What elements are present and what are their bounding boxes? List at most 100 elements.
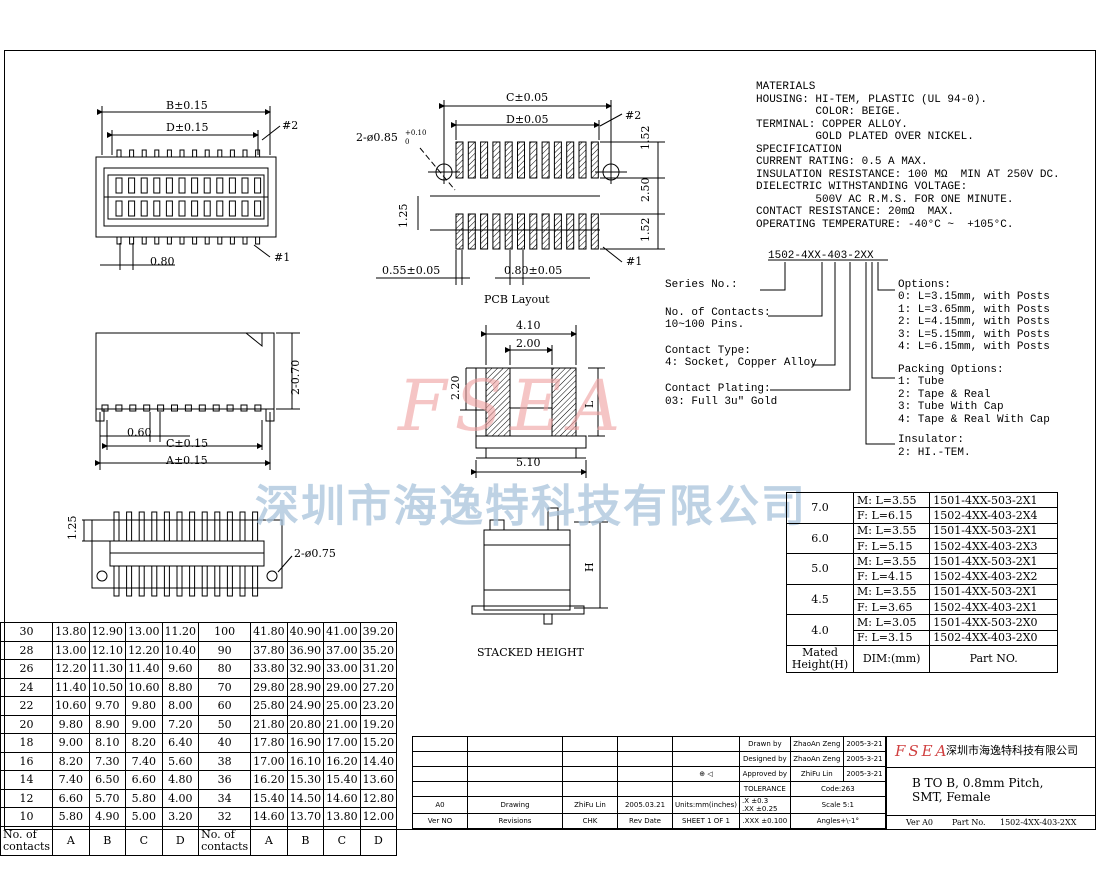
- table-cell: 5.60: [161, 751, 200, 771]
- section-200: 2.00: [516, 337, 541, 350]
- materials-line: SPECIFICATION: [756, 144, 842, 156]
- stacked-h: H: [583, 562, 596, 572]
- materials-line: DIELECTRIC WITHSTANDING VOLTAGE:: [756, 181, 968, 193]
- table-cell: 11.30: [88, 659, 127, 679]
- pcb-pad: [504, 141, 513, 179]
- materials-line: INSULATION RESISTANCE: 100 MΩ MIN AT 250…: [756, 169, 1060, 181]
- top-pin: [217, 149, 223, 158]
- table-cell: 10.60: [52, 696, 90, 716]
- female-part-no: 1502-4XX-403-2X3: [929, 537, 1058, 555]
- side-pin: [115, 404, 123, 412]
- table-cell: 12: [0, 788, 54, 808]
- table-cell: 13.60: [359, 770, 398, 790]
- product-description-2: SMT, Female: [912, 790, 991, 804]
- bottom-pin: [239, 511, 246, 542]
- table-cell: 17.00: [250, 751, 288, 771]
- table-cell: 37.00: [323, 640, 361, 660]
- bottom-pin: [201, 511, 208, 542]
- table-cell: 16.10: [286, 751, 325, 771]
- top-contact: [178, 177, 186, 194]
- angles-label: Angles+\-1°: [789, 813, 887, 829]
- side-270: 2-0.70: [289, 359, 302, 395]
- table-cell: 40: [198, 733, 252, 753]
- table-cell: 10.60: [125, 677, 163, 697]
- table-cell: 18: [0, 733, 54, 753]
- table-cell: 3.20: [161, 807, 200, 827]
- code-label: Code:263: [789, 781, 887, 797]
- table-cell: 13.70: [286, 807, 325, 827]
- table-header-cell: DIM:(mm): [852, 644, 931, 673]
- materials-line: OPERATING TEMPERATURE: -40°C ~ +105°C.: [756, 219, 1014, 231]
- top-pin: [129, 236, 135, 245]
- top-contact: [115, 177, 123, 194]
- top-contact: [153, 200, 161, 217]
- top-pin: [192, 149, 198, 158]
- materials-line: TERMINAL: COPPER ALLOY.: [756, 119, 908, 131]
- materials-line: COLOR: BEIGE.: [756, 106, 902, 118]
- table-cell: 13.00: [125, 622, 163, 642]
- designed-by-name: ZhaoAn Zeng: [789, 751, 844, 767]
- packing-line: 3: Tube With Cap: [898, 401, 1004, 413]
- male-length: M: L=3.55: [852, 522, 931, 539]
- male-part-no: 1501-4XX-503-2X1: [929, 491, 1058, 509]
- materials-line: CURRENT RATING: 0.5 A MAX.: [756, 156, 928, 168]
- pcb-pad: [455, 213, 464, 250]
- pcb-pad: [492, 141, 501, 179]
- bottom-pin: [201, 565, 208, 597]
- tolerance-xx: .XX ±0.25: [741, 805, 778, 813]
- pin2-label: #2: [282, 119, 299, 132]
- top-pin: [192, 236, 198, 245]
- table-cell: 28: [0, 640, 54, 660]
- top-pin: [204, 149, 210, 158]
- table-cell: 33.00: [323, 659, 361, 679]
- table-cell: 25.00: [323, 696, 361, 716]
- top-contact: [128, 177, 136, 194]
- table-cell: 34: [198, 788, 252, 808]
- top-pin: [166, 149, 172, 158]
- table-cell: 8.80: [161, 677, 200, 697]
- title-block: Drawn by ZhaoAn Zeng 2005-3-21 Designed …: [412, 736, 887, 829]
- materials-line: MATERIALS: [756, 81, 816, 93]
- units-label: Units:mm(inches): [672, 796, 740, 814]
- pcb-pad: [480, 141, 489, 179]
- table-header-cell: Mated Height(H): [786, 644, 854, 673]
- packing-line: 4: Tape & Real With Cap: [898, 414, 1050, 426]
- bottom-pin: [163, 511, 170, 542]
- table-cell: 100: [198, 622, 252, 642]
- contact-type-value: 4: Socket, Copper Alloy: [665, 357, 817, 369]
- table-header-cell: B: [88, 825, 127, 856]
- female-length: F: L=4.15: [852, 568, 931, 585]
- table-cell: 12.20: [52, 659, 90, 679]
- table-cell: 9.60: [161, 659, 200, 679]
- bottom-holes: 2-ø0.75: [294, 547, 336, 560]
- table-cell: 5.00: [125, 807, 163, 827]
- side-c-dimension: C±0.15: [166, 437, 209, 450]
- pcb-pad: [529, 141, 538, 179]
- hole-tolerance-2: 0: [405, 138, 410, 146]
- bottom-pin: [113, 511, 120, 542]
- designed-date: 2005-3-21: [842, 751, 887, 767]
- table-header-cell: No. of contacts: [0, 825, 54, 856]
- bottom-pin: [189, 565, 196, 597]
- bottom-pin: [252, 511, 259, 542]
- top-contact: [153, 177, 161, 194]
- table-header-cell: B: [286, 825, 325, 856]
- table-cell: 9.80: [125, 696, 163, 716]
- pcb-pad: [566, 141, 575, 179]
- table-cell: 12.90: [88, 622, 127, 642]
- designed-by-label: Designed by: [738, 751, 791, 767]
- table-cell: 28.90: [286, 677, 325, 697]
- version-label: Ver A0: [906, 818, 934, 827]
- table-cell: 20.80: [286, 714, 325, 734]
- section-220: 2.20: [449, 375, 462, 401]
- table-cell: 15.40: [323, 770, 361, 790]
- bottom-pin: [176, 565, 183, 597]
- table-cell: 12.80: [359, 788, 398, 808]
